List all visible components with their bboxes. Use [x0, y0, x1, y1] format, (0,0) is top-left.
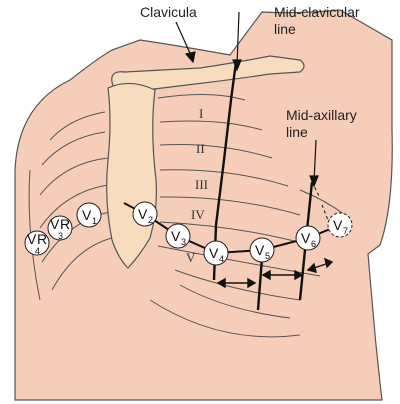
mid-axillary-label-line1: Mid-axillary: [286, 107, 357, 123]
svg-text:R: R: [60, 216, 70, 232]
svg-text:V: V: [50, 216, 60, 232]
rib-label-1: I: [199, 106, 203, 121]
svg-text:V: V: [333, 217, 343, 233]
electrode-v3: V 3: [165, 223, 191, 249]
electrode-v4: V 4: [203, 240, 229, 266]
electrode-v5: V 5: [249, 237, 275, 263]
electrode-v1: V 1: [76, 202, 102, 228]
svg-text:5: 5: [265, 251, 270, 261]
electrode-v4r: V 4 R: [24, 230, 50, 256]
rib-label-5: V: [186, 250, 196, 265]
svg-text:V: V: [255, 242, 265, 258]
svg-text:2: 2: [148, 215, 153, 225]
svg-text:4: 4: [35, 246, 40, 256]
label-pointers: [175, 11, 319, 188]
electrode-v7: V 7: [327, 212, 353, 238]
mid-clavicular-label-line2: line: [274, 21, 296, 37]
svg-text:V: V: [82, 207, 92, 223]
left-ribs: [28, 111, 113, 301]
right-ribs: [149, 93, 346, 338]
sternum: [106, 82, 157, 269]
clavicula-label: Clavicula: [140, 4, 197, 20]
svg-text:6: 6: [311, 239, 316, 249]
electrode-v2: V 2: [132, 201, 158, 227]
svg-text:R: R: [37, 231, 47, 247]
svg-text:3: 3: [181, 237, 186, 247]
svg-text:4: 4: [219, 254, 224, 264]
spacing-arrows: [216, 257, 334, 289]
svg-text:3: 3: [58, 231, 63, 241]
rib-label-4: IV: [191, 207, 205, 222]
svg-text:V: V: [209, 245, 219, 261]
rib-label-3: III: [195, 177, 208, 192]
electrode-v3r: V 3 R: [47, 215, 73, 241]
svg-text:V: V: [27, 231, 37, 247]
mid-axillary-label-line2: line: [286, 124, 308, 140]
svg-text:1: 1: [92, 216, 97, 226]
mid-clavicular-label-line1: Mid-clavicular: [274, 4, 360, 20]
svg-text:V: V: [138, 206, 148, 222]
v5-vertical-line: [256, 257, 264, 311]
svg-text:7: 7: [343, 226, 348, 236]
rib-label-2: II: [196, 141, 205, 156]
electrode-v6: V 6: [295, 225, 321, 251]
svg-text:V: V: [171, 228, 181, 244]
svg-text:V: V: [301, 230, 311, 246]
